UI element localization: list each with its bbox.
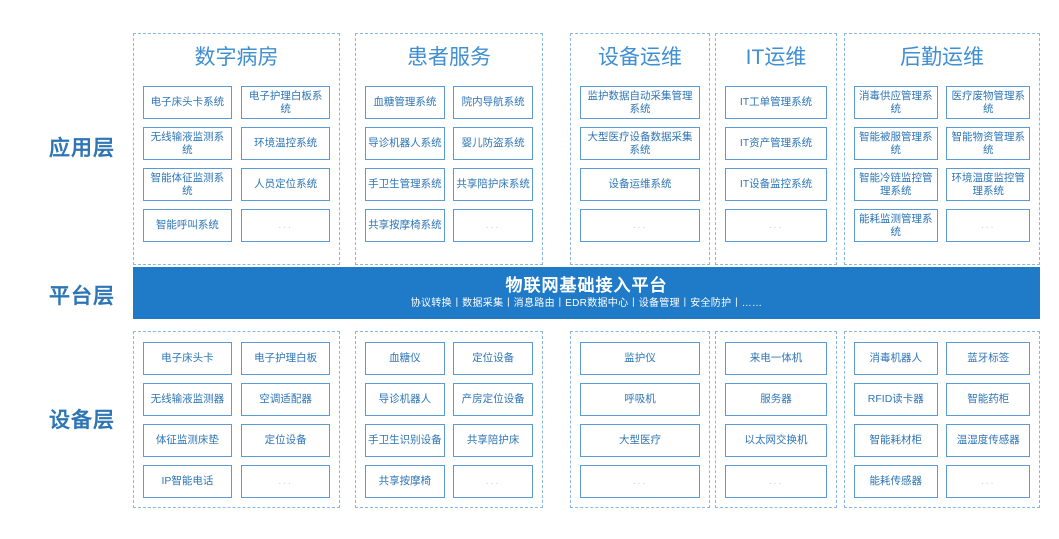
application-layer: 数字病房电子床头卡系统电子护理白板系统无线输液监测系统环境温控系统智能体征监测系…	[133, 33, 1040, 265]
application-column-col-1: 数字病房电子床头卡系统电子护理白板系统无线输液监测系统环境温控系统智能体征监测系…	[133, 33, 340, 265]
app-item[interactable]: 智能冷链监控管理系统	[854, 168, 938, 201]
device-item[interactable]: 产房定位设备	[453, 383, 533, 416]
device-item-placeholder: ...	[453, 465, 533, 498]
device-item[interactable]: 电子护理白板	[241, 342, 330, 375]
device-item[interactable]: 无线输液监测器	[143, 383, 232, 416]
app-item[interactable]: 消毒供应管理系统	[854, 86, 938, 119]
application-column-col-5: 后勤运维消毒供应管理系统医疗废物管理系统智能被服管理系统智能物资管理系统智能冷链…	[844, 33, 1040, 265]
device-item[interactable]: 温湿度传感器	[946, 424, 1030, 457]
device-item[interactable]: RFID读卡器	[854, 383, 938, 416]
app-item[interactable]: 设备运维系统	[580, 168, 700, 201]
device-item[interactable]: 消毒机器人	[854, 342, 938, 375]
device-item-grid: 电子床头卡电子护理白板无线输液监测器空调适配器体征监测床垫定位设备 IP智能电话.…	[143, 342, 330, 506]
app-item-grid: 血糖管理系统院内导航系统导诊机器人系统婴儿防盗系统手卫生管理系统共享陪护床系统共…	[365, 86, 533, 250]
app-item[interactable]: 环境温控系统	[241, 127, 330, 160]
app-item[interactable]: 人员定位系统	[241, 168, 330, 201]
app-item[interactable]: 婴儿防盗系统	[453, 127, 533, 160]
platform-layer-band: 物联网基础接入平台 协议转换丨数据采集丨消息路由丨EDR数据中心丨设备管理丨安全…	[133, 267, 1040, 319]
device-item[interactable]: 来电一体机	[725, 342, 827, 375]
app-item-grid: 监护数据自动采集管理系统大型医疗设备数据采集系统设备运维系统...	[580, 86, 700, 250]
device-item-placeholder: ...	[241, 465, 330, 498]
device-column-2: 血糖仪定位设备导诊机器人产房定位设备手卫生识别设备共享陪护床共享按摩椅...	[355, 331, 543, 508]
device-item[interactable]: 智能耗材柜	[854, 424, 938, 457]
application-column-title: 数字病房	[194, 46, 279, 69]
app-item[interactable]: 共享按摩椅系统	[365, 209, 445, 242]
application-column-title: 患者服务	[407, 46, 491, 69]
device-item[interactable]: 空调适配器	[241, 383, 330, 416]
app-item[interactable]: 智能呼叫系统	[143, 209, 232, 242]
layer-label-platform: 平台层	[49, 285, 115, 308]
app-item[interactable]: 共享陪护床系统	[453, 168, 533, 201]
device-item[interactable]: 大型医疗	[580, 424, 700, 457]
device-item[interactable]: IP智能电话	[143, 465, 232, 498]
device-item[interactable]: 共享按摩椅	[365, 465, 445, 498]
app-item[interactable]: 医疗废物管理系统	[946, 86, 1030, 119]
app-item-placeholder: ...	[453, 209, 533, 242]
device-item[interactable]: 定位设备	[241, 424, 330, 457]
app-item[interactable]: 导诊机器人系统	[365, 127, 445, 160]
device-item[interactable]: 手卫生识别设备	[365, 424, 445, 457]
device-item-placeholder: ...	[725, 465, 827, 498]
device-item[interactable]: 血糖仪	[365, 342, 445, 375]
device-item[interactable]: 蓝牙标签	[946, 342, 1030, 375]
app-item[interactable]: 监护数据自动采集管理系统	[580, 86, 700, 119]
app-item[interactable]: 电子护理白板系统	[241, 86, 330, 119]
device-item[interactable]: 智能药柜	[946, 383, 1030, 416]
app-item[interactable]: 智能被服管理系统	[854, 127, 938, 160]
device-item[interactable]: 服务器	[725, 383, 827, 416]
device-item[interactable]: 导诊机器人	[365, 383, 445, 416]
device-item-placeholder: ...	[580, 465, 700, 498]
app-item[interactable]: 院内导航系统	[453, 86, 533, 119]
application-column-it-: IT运维 IT工单管理系统 IT资产管理系统 IT设备监控系统...	[715, 33, 837, 265]
app-item[interactable]: IT资产管理系统	[725, 127, 827, 160]
app-item[interactable]: IT设备监控系统	[725, 168, 827, 201]
application-column-title: IT运维	[745, 46, 807, 69]
app-item[interactable]: 能耗监测管理系统	[854, 209, 938, 242]
app-item[interactable]: 智能物资管理系统	[946, 127, 1030, 160]
app-item[interactable]: 电子床头卡系统	[143, 86, 232, 119]
app-item[interactable]: 血糖管理系统	[365, 86, 445, 119]
app-item-placeholder: ...	[580, 209, 700, 242]
app-item[interactable]: 大型医疗设备数据采集系统	[580, 127, 700, 160]
app-item-placeholder: ...	[241, 209, 330, 242]
application-column-title: 设备运维	[598, 46, 682, 69]
device-item-grid: 血糖仪定位设备导诊机器人产房定位设备手卫生识别设备共享陪护床共享按摩椅...	[365, 342, 533, 506]
app-item[interactable]: 环境温度监控管理系统	[946, 168, 1030, 201]
app-item[interactable]: 手卫生管理系统	[365, 168, 445, 201]
device-item-placeholder: ...	[946, 465, 1030, 498]
app-item-grid: 消毒供应管理系统医疗废物管理系统智能被服管理系统智能物资管理系统智能冷链监控管理…	[854, 86, 1030, 250]
app-item-grid: 电子床头卡系统电子护理白板系统无线输液监测系统环境温控系统智能体征监测系统人员定…	[143, 86, 330, 250]
device-item-grid: 来电一体机服务器以太网交换机...	[725, 342, 827, 506]
device-item[interactable]: 定位设备	[453, 342, 533, 375]
device-item[interactable]: 共享陪护床	[453, 424, 533, 457]
platform-subtitle: 协议转换丨数据采集丨消息路由丨EDR数据中心丨设备管理丨安全防护丨……	[410, 298, 763, 310]
app-item-grid: IT工单管理系统 IT资产管理系统 IT设备监控系统...	[725, 86, 827, 250]
app-item[interactable]: 无线输液监测系统	[143, 127, 232, 160]
application-column-col-3: 设备运维监护数据自动采集管理系统大型医疗设备数据采集系统设备运维系统...	[570, 33, 710, 265]
device-column-1: 电子床头卡电子护理白板无线输液监测器空调适配器体征监测床垫定位设备 IP智能电话.…	[133, 331, 340, 508]
application-column-title: 后勤运维	[900, 46, 984, 69]
device-item[interactable]: 电子床头卡	[143, 342, 232, 375]
app-item-placeholder: ...	[725, 209, 827, 242]
device-item-grid: 监护仪呼吸机大型医疗...	[580, 342, 700, 506]
layer-label-device: 设备层	[49, 409, 115, 432]
device-item[interactable]: 体征监测床垫	[143, 424, 232, 457]
platform-title: 物联网基础接入平台	[505, 275, 668, 295]
device-item[interactable]: 监护仪	[580, 342, 700, 375]
device-column-4: 来电一体机服务器以太网交换机...	[715, 331, 837, 508]
device-column-3: 监护仪呼吸机大型医疗...	[570, 331, 710, 508]
device-item[interactable]: 呼吸机	[580, 383, 700, 416]
application-column-col-2: 患者服务血糖管理系统院内导航系统导诊机器人系统婴儿防盗系统手卫生管理系统共享陪护…	[355, 33, 543, 265]
layer-label-application: 应用层	[49, 137, 115, 160]
app-item[interactable]: 智能体征监测系统	[143, 168, 232, 201]
app-item-placeholder: ...	[946, 209, 1030, 242]
app-item[interactable]: IT工单管理系统	[725, 86, 827, 119]
device-item[interactable]: 能耗传感器	[854, 465, 938, 498]
device-item[interactable]: 以太网交换机	[725, 424, 827, 457]
